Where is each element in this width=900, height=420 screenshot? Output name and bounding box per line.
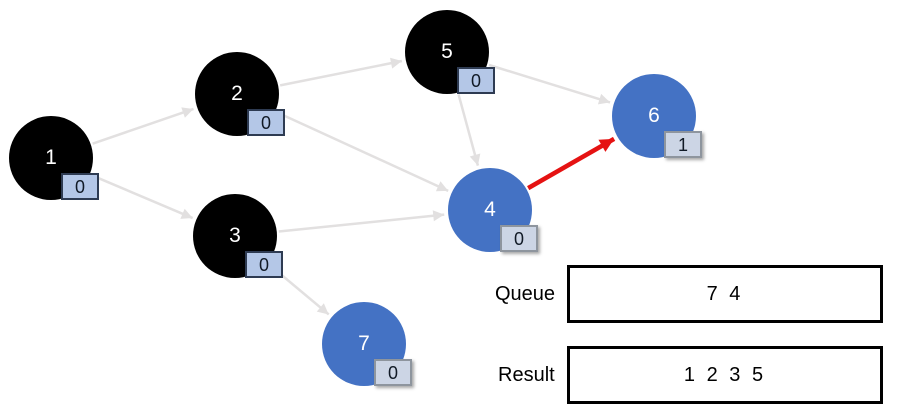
node-badge-2: 0 bbox=[247, 109, 285, 136]
node-badge-1: 0 bbox=[61, 173, 99, 200]
result-box: 1 2 3 5 bbox=[567, 346, 883, 404]
node-label: 7 bbox=[358, 332, 370, 355]
edge-2-5 bbox=[279, 57, 403, 87]
edge-2-4 bbox=[276, 111, 449, 192]
edge-5-6 bbox=[488, 63, 611, 105]
node-badge-6: 1 bbox=[664, 131, 702, 158]
edge-1-3 bbox=[91, 174, 194, 220]
queue-box: 7 4 bbox=[567, 265, 883, 323]
queue-label: Queue bbox=[495, 282, 556, 305]
node-label: 1 bbox=[45, 146, 57, 169]
node-badge-3: 0 bbox=[245, 251, 283, 278]
queue-value: 7 4 bbox=[706, 282, 744, 305]
node-badge-5: 0 bbox=[457, 67, 495, 94]
node-label: 4 bbox=[484, 198, 496, 221]
graph-node-3: 3 bbox=[193, 194, 277, 278]
node-badge-7: 0 bbox=[374, 359, 412, 386]
edge-3-4 bbox=[278, 210, 445, 233]
node-label: 3 bbox=[229, 224, 241, 247]
result-label: Result bbox=[498, 363, 555, 386]
node-badge-4: 0 bbox=[500, 225, 538, 252]
node-label: 6 bbox=[648, 104, 660, 127]
node-label: 2 bbox=[231, 82, 243, 105]
highlight-edge-4-6 bbox=[527, 136, 616, 191]
node-label: 5 bbox=[441, 40, 453, 63]
edge-1-2 bbox=[92, 107, 194, 145]
result-value: 1 2 3 5 bbox=[683, 363, 767, 386]
edge-5-4 bbox=[457, 94, 481, 166]
